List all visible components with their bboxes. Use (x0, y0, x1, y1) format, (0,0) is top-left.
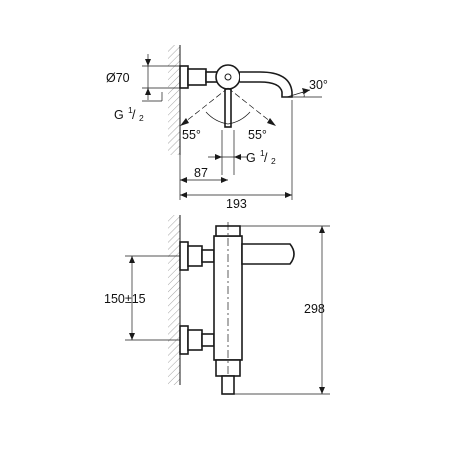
wall-hatch-front (168, 215, 180, 385)
angle-arc-right (227, 111, 251, 125)
spout-curve (240, 71, 293, 98)
handle-knob-inner (224, 73, 232, 81)
handle-lever-front (241, 243, 295, 265)
angle-arc-left (205, 111, 229, 125)
angle-line-left (179, 87, 229, 127)
label-height: 298 (304, 302, 325, 316)
label-thread-bottom-slash: / (264, 151, 268, 165)
label-angle-left: 55° (182, 128, 201, 142)
upper-connection (179, 241, 215, 271)
label-thread-bottom: G (246, 151, 256, 165)
handle-knob-top (215, 64, 241, 90)
top-view: Ø70 30° G 1 / 2 55° 55° G 1 / 2 87 193 (106, 45, 328, 211)
label-87: 87 (194, 166, 208, 180)
spout-angle-arc (301, 91, 305, 98)
label-thread-bottom-num: 1 (260, 148, 265, 158)
label-thread-left-num: 1 (128, 105, 133, 115)
lower-connection (179, 325, 215, 355)
label-spout-angle: 30° (309, 78, 328, 92)
label-center-distance: 150±15 (104, 292, 146, 306)
label-angle-right: 55° (248, 128, 267, 142)
label-thread-bottom-den: 2 (271, 156, 276, 166)
label-diameter: Ø70 (106, 71, 130, 85)
label-193: 193 (226, 197, 247, 211)
wall-hatch-top (168, 45, 180, 155)
lever-top (224, 88, 232, 128)
wall-connection-top (179, 65, 219, 89)
label-thread-left-slash: / (132, 108, 136, 122)
front-view: 150±15 298 (104, 215, 330, 395)
outlet-front (221, 375, 235, 395)
label-thread-left: G (114, 108, 124, 122)
angle-line-right (227, 87, 277, 127)
label-thread-left-den: 2 (139, 113, 144, 123)
